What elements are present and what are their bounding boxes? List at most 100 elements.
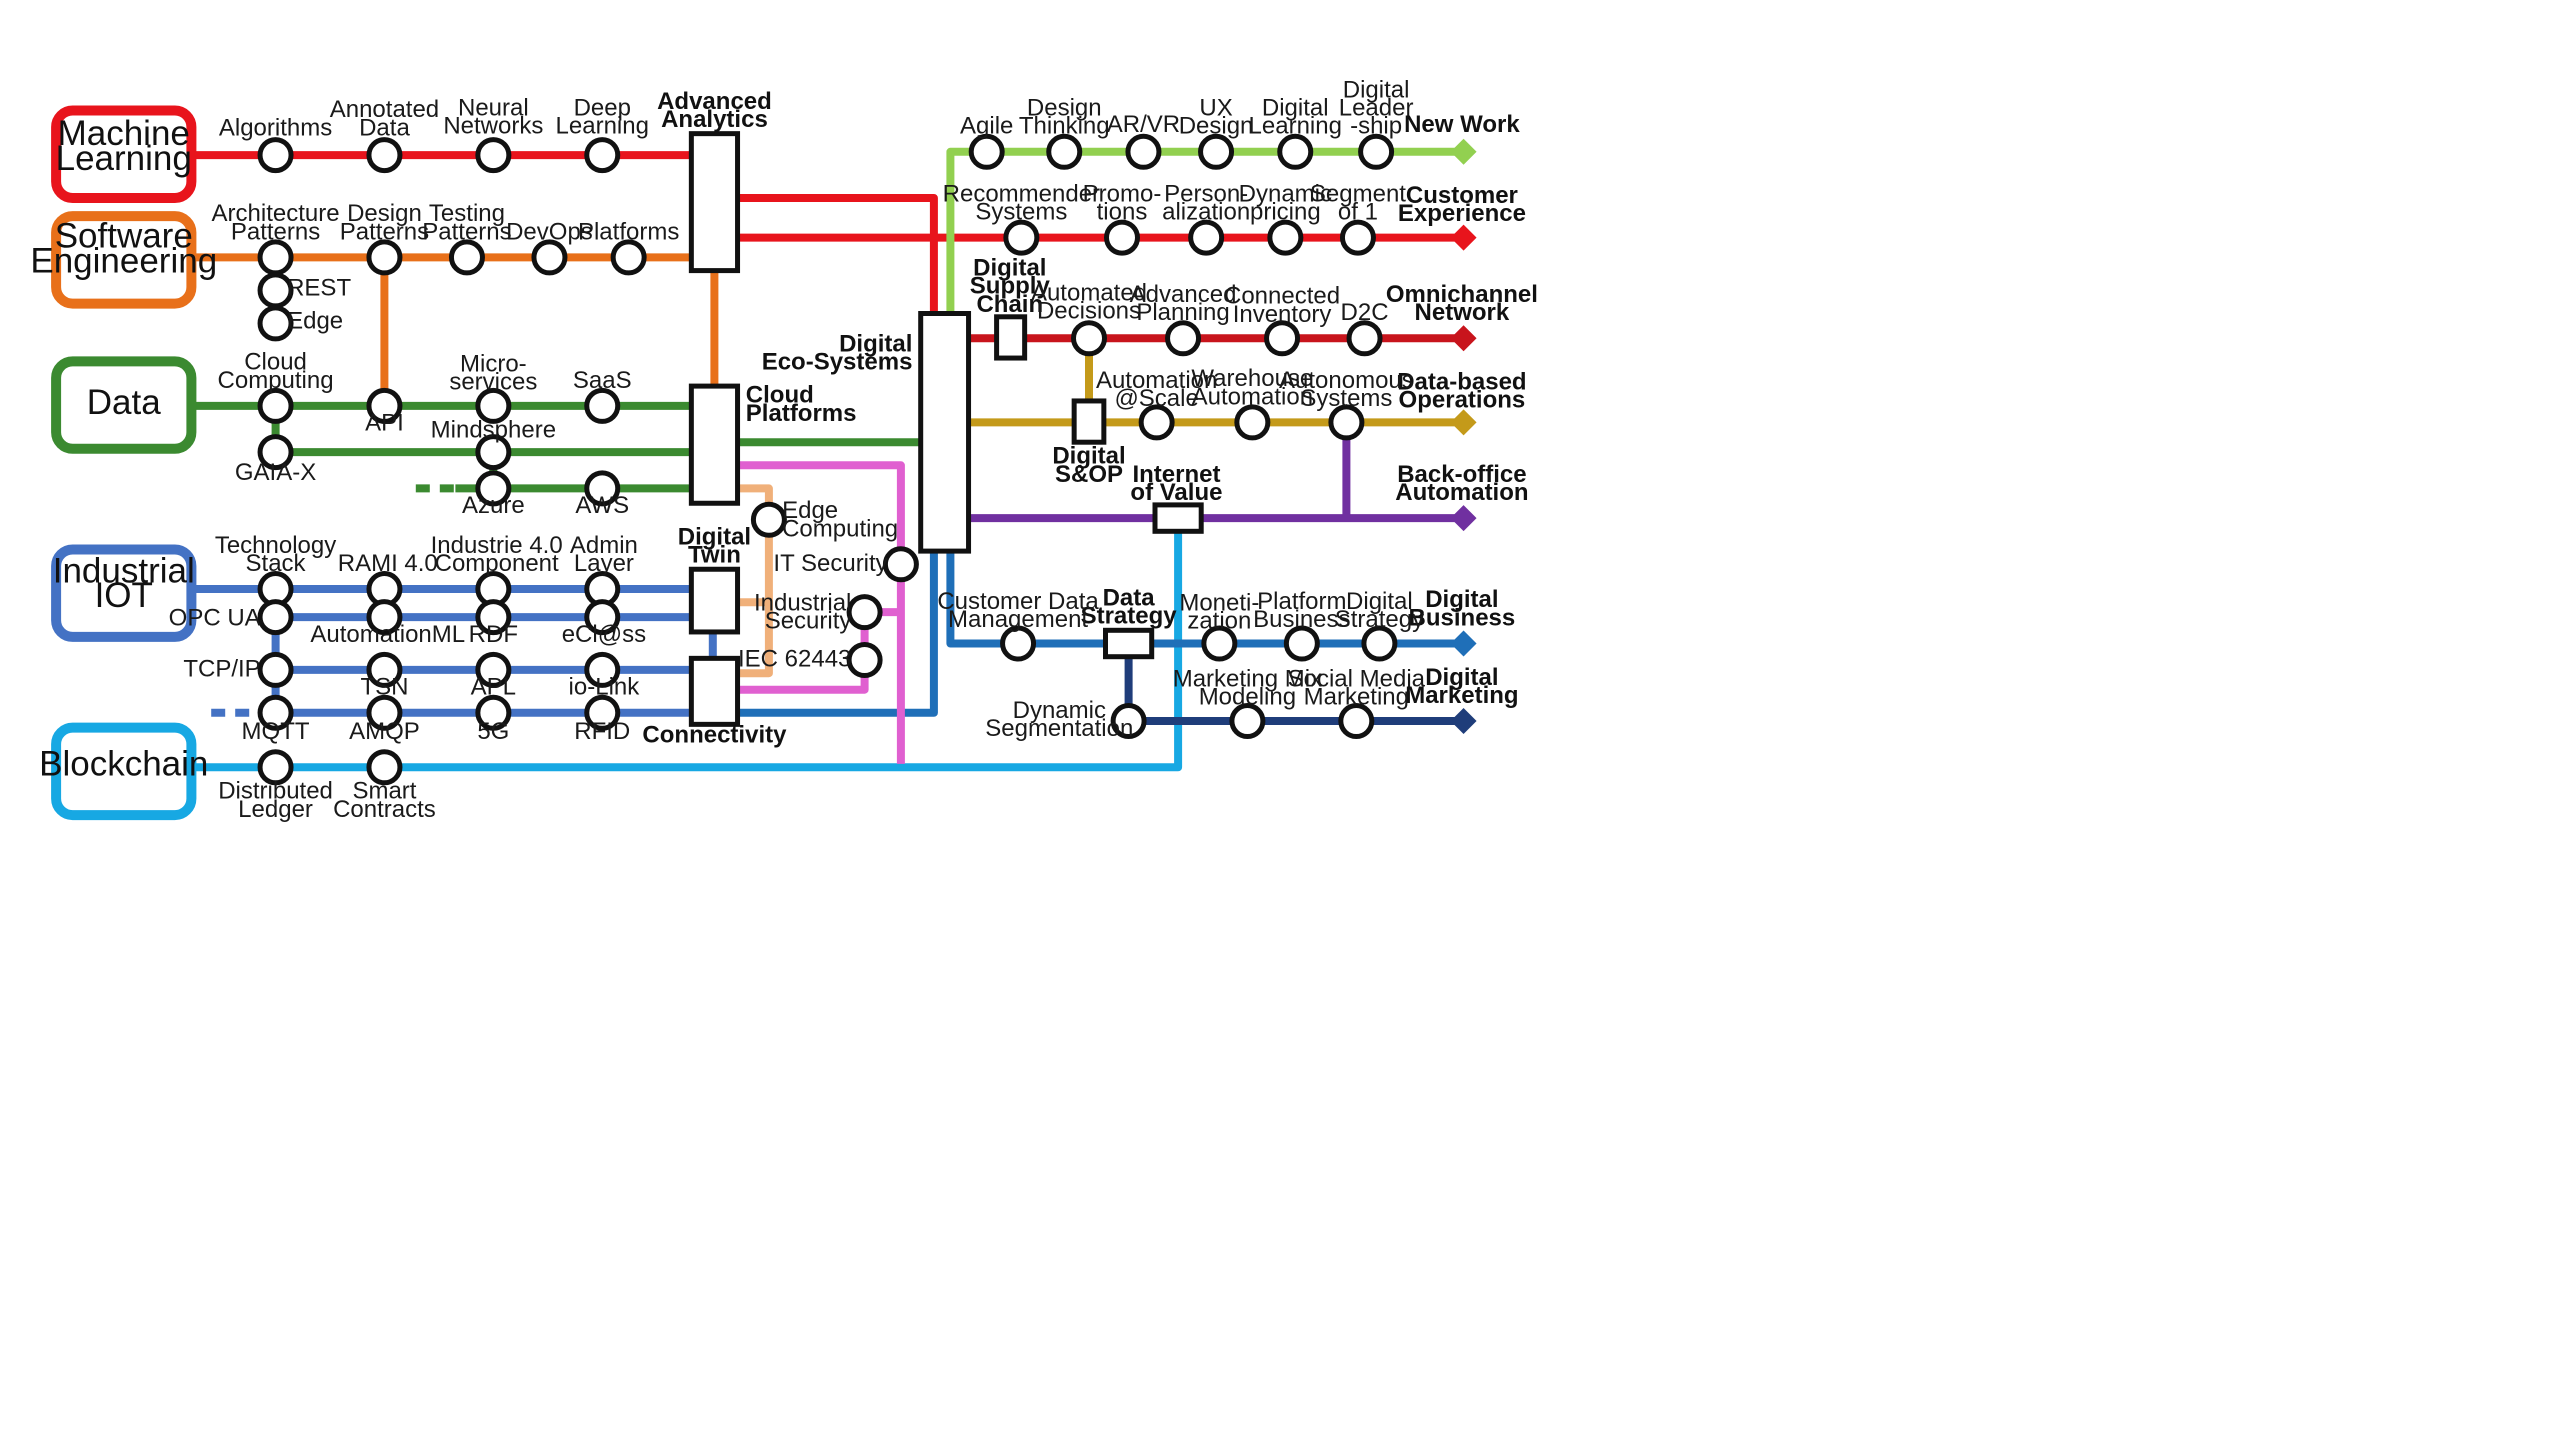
segment-of-1-label-line: Segment (1310, 180, 1406, 207)
automation-scale-label-line: Automation (1096, 367, 1217, 394)
architecture-patterns-station[interactable] (257, 239, 294, 276)
aws-label-line: AWS (575, 492, 629, 519)
industrial-security-label-line: Security (765, 608, 852, 635)
platforms-station[interactable] (610, 239, 647, 276)
opc-ua-label: OPC UA (169, 604, 261, 631)
deep-learning-station[interactable] (584, 137, 621, 174)
advanced-planning-station[interactable] (1165, 320, 1202, 357)
automation-scale-station[interactable] (1138, 404, 1175, 441)
blockchain-source-box[interactable] (51, 722, 197, 821)
social-media-marketing-station[interactable] (1338, 703, 1375, 740)
agile-station[interactable] (968, 133, 1005, 170)
data-source-box[interactable] (51, 356, 197, 454)
platform-business-station[interactable] (1283, 625, 1320, 662)
ar-vr-station[interactable] (1125, 133, 1162, 170)
segment-of-1-station[interactable] (1339, 219, 1376, 256)
mindsphere-station[interactable] (475, 434, 512, 471)
advanced-analytics-hub-box[interactable] (688, 131, 741, 274)
rdf-station[interactable] (475, 599, 512, 636)
tsn-station[interactable] (366, 651, 403, 688)
distributed-ledger-station[interactable] (257, 749, 294, 786)
algorithms-station[interactable] (257, 137, 294, 174)
data-strategy-hub-box[interactable] (1103, 627, 1155, 660)
edge-station[interactable] (257, 305, 294, 342)
g5-station[interactable] (475, 694, 512, 731)
it-security-station[interactable] (882, 546, 919, 583)
devops-label: DevOps (506, 218, 593, 245)
api-station[interactable] (366, 387, 403, 424)
blockchain-label: Blockchain (39, 745, 208, 784)
industrial-security-station[interactable] (846, 594, 883, 631)
gaia-x-station[interactable] (257, 434, 294, 471)
ux-design-station[interactable] (1198, 133, 1235, 170)
annotated-data-station[interactable] (366, 137, 403, 174)
dynamic-pricing-station[interactable] (1267, 219, 1304, 256)
cloud-platforms-hub-box[interactable] (688, 383, 741, 506)
blockchain-label-line: Blockchain (39, 745, 208, 784)
customer-data-management-station[interactable] (1000, 625, 1037, 662)
iec-station[interactable] (846, 642, 883, 678)
marketing-mix-modeling-station[interactable] (1229, 703, 1266, 740)
machine-learning-source-box[interactable] (51, 105, 197, 203)
dynamic-segmentation-station[interactable] (1110, 703, 1147, 740)
testing-patterns-station[interactable] (448, 239, 485, 276)
ar-vr-label: AR/VR (1107, 111, 1180, 138)
automated-decisions-station[interactable] (1071, 320, 1107, 357)
cloud-computing-station[interactable] (257, 387, 294, 424)
apl-station[interactable] (475, 651, 512, 688)
software-engineering-source-box[interactable] (51, 211, 197, 309)
digital-twin-label-line: Digital (678, 524, 751, 551)
digital-twin-hub-box[interactable] (688, 566, 741, 635)
eclass-station[interactable] (584, 599, 621, 636)
promotions-station[interactable] (1104, 219, 1140, 256)
rfid-station[interactable] (584, 694, 621, 731)
monetization-station[interactable] (1201, 625, 1238, 662)
digital-eco-systems-hub-box[interactable] (918, 311, 972, 554)
design-patterns-station[interactable] (366, 239, 403, 276)
digital-strategy-station[interactable] (1361, 625, 1398, 662)
warehouse-automation-station[interactable] (1234, 404, 1271, 441)
architecture-patterns-label-line: Architecture (212, 200, 340, 227)
mqtt-station[interactable] (257, 694, 294, 731)
design-thinking-station[interactable] (1046, 133, 1083, 170)
connectivity-hub-box[interactable] (688, 655, 741, 727)
digital-leadership-station[interactable] (1358, 133, 1395, 170)
automationml-station[interactable] (366, 599, 403, 636)
digital-supply-chain-hub-box[interactable] (994, 314, 1028, 361)
monetization-label-line: Moneti- (1179, 590, 1259, 617)
neural-networks-station[interactable] (475, 137, 512, 174)
digital-learning-station[interactable] (1277, 133, 1314, 170)
azure-station[interactable] (475, 470, 512, 507)
digital-business-label-line: Business (1409, 604, 1516, 631)
agile-label-line: Agile (960, 113, 1013, 140)
devops-station[interactable] (531, 239, 568, 276)
io-link-station[interactable] (584, 651, 621, 688)
tcp-ip-station[interactable] (257, 651, 294, 688)
internet-of-value-hub-box[interactable] (1152, 502, 1204, 534)
connected-inventory-station[interactable] (1264, 320, 1301, 357)
testing-patterns-label-line: Testing (429, 200, 505, 227)
recommender-systems-station[interactable] (1003, 219, 1040, 256)
digital-sop-hub-box[interactable] (1071, 398, 1107, 445)
edge-computing-station[interactable] (750, 501, 787, 538)
saas-station[interactable] (584, 387, 621, 424)
d2c-station[interactable] (1346, 320, 1383, 357)
micro-services-station[interactable] (475, 387, 512, 424)
internet-of-value-label-line: of Value (1130, 479, 1222, 506)
industrial-iot-source-box[interactable] (51, 544, 197, 642)
personalization-station[interactable] (1188, 219, 1225, 256)
design-thinking-label-line: Thinking (1019, 113, 1110, 140)
autonomous-systems-station[interactable] (1328, 404, 1365, 441)
opc-ua-station[interactable] (257, 599, 294, 636)
amqp-station[interactable] (366, 694, 403, 731)
aws-station[interactable] (584, 470, 621, 507)
iec-label-line: IEC 62443 (738, 646, 851, 673)
smart-contracts-station[interactable] (366, 749, 403, 786)
ar-vr-label-line: AR/VR (1107, 111, 1180, 138)
